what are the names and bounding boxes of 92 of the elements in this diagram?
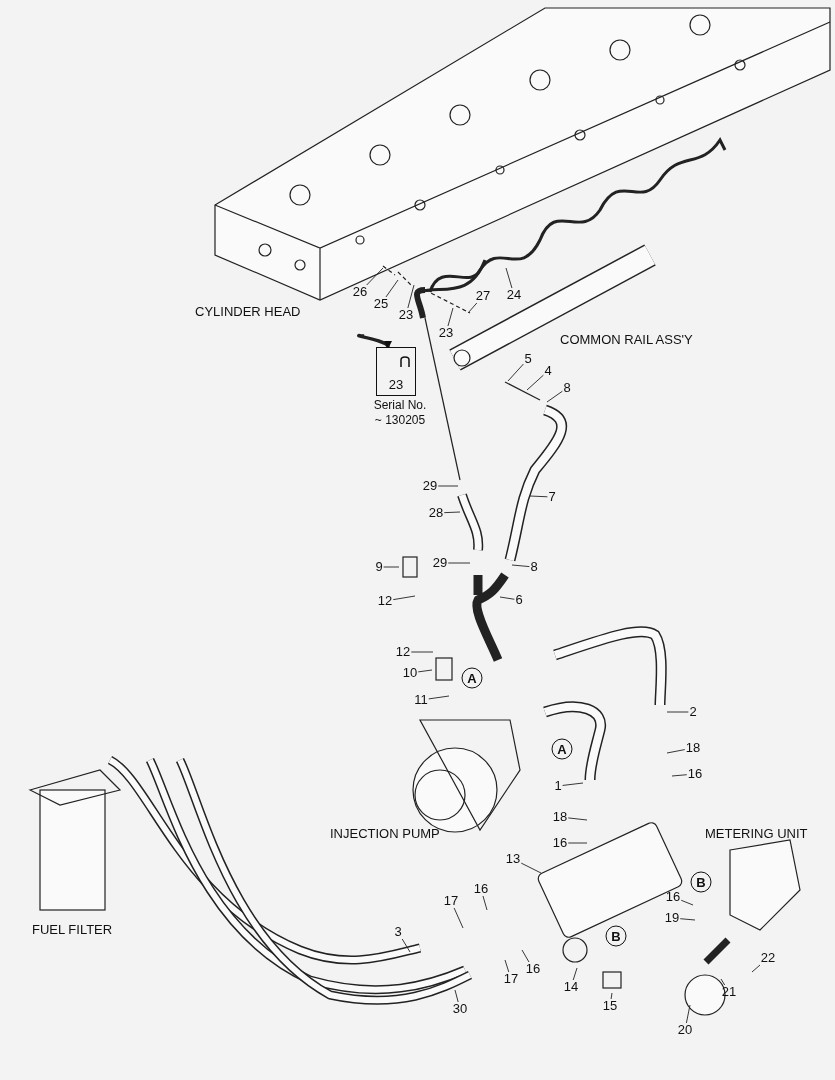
leader-line (521, 949, 530, 963)
callout-number: 23 (437, 326, 455, 340)
leader-line (610, 992, 613, 1000)
callout-number: 4 (543, 364, 553, 378)
callout-number: 23 (397, 308, 415, 322)
leader-line (392, 595, 416, 601)
leader-line (671, 774, 688, 777)
reference-letter: B (690, 871, 712, 893)
leader-line (751, 964, 761, 973)
callout-number: 13 (504, 852, 522, 866)
part-name: CYLINDER HEAD (195, 304, 301, 319)
callout-number: 5 (523, 352, 533, 366)
leader-line (504, 959, 510, 973)
leader-line (680, 899, 694, 906)
leader-line (499, 596, 515, 600)
leader-line (567, 817, 588, 821)
callout-number: 18 (551, 810, 569, 824)
leader-line (666, 711, 689, 713)
callout-number: 23 (387, 378, 405, 392)
leader-line (443, 511, 461, 514)
callout-number: 14 (562, 980, 580, 994)
part-name: INJECTION PUMP (330, 826, 440, 841)
leader-line (407, 284, 415, 309)
callout-number: 11 (413, 693, 429, 707)
callout-number: 29 (421, 479, 439, 493)
part-name: COMMON RAIL ASS'Y (560, 332, 693, 347)
callout-number: 17 (502, 972, 520, 986)
leader-line (511, 564, 530, 568)
part-name: FUEL FILTER (32, 922, 113, 937)
leader-line (428, 695, 450, 700)
leader-line (546, 390, 563, 403)
callout-number: 20 (676, 1023, 694, 1037)
part-name: METERING UNIT (705, 826, 808, 841)
callout-number: 25 (372, 297, 390, 311)
leader-line (383, 566, 400, 568)
reference-letter: A (461, 667, 483, 689)
leader-line (567, 842, 588, 844)
callout-number: 16 (664, 890, 682, 904)
leader-line (482, 895, 488, 911)
callout-number: 19 (663, 911, 681, 925)
callout-number: 26 (351, 285, 369, 299)
leader-line (447, 562, 471, 564)
leader-line (385, 279, 399, 298)
callout-number: 22 (759, 951, 777, 965)
leader-line (366, 267, 384, 286)
callout-number: 12 (376, 594, 394, 608)
leader-line (467, 302, 478, 314)
callout-number: 29 (431, 556, 449, 570)
leader-line (666, 749, 686, 754)
callout-number: 16 (472, 882, 490, 896)
leader-line (401, 938, 411, 953)
leader-line (685, 1004, 691, 1024)
leader-line (505, 267, 513, 289)
callout-number: 15 (601, 999, 619, 1013)
leader-line (526, 374, 544, 391)
leader-line (720, 978, 726, 986)
callout-number: 1 (553, 779, 563, 793)
callout-number: 16 (524, 962, 542, 976)
callout-number: 16 (551, 836, 569, 850)
serial-note: Serial No. ~ 130205 (372, 398, 428, 428)
callout-number: 30 (451, 1002, 469, 1016)
leader-line (417, 669, 433, 673)
callout-number: 2 (688, 705, 698, 719)
detail-inset-frame (376, 347, 416, 396)
callout-number: 17 (442, 894, 460, 908)
callout-number: 18 (684, 741, 702, 755)
callout-number: 9 (374, 560, 384, 574)
leader-line (454, 989, 459, 1003)
callout-number: 24 (505, 288, 523, 302)
callout-number: 7 (547, 490, 557, 504)
callout-number: 8 (562, 381, 572, 395)
leader-line (562, 782, 584, 786)
reference-letter: B (605, 925, 627, 947)
leader-line (679, 918, 696, 921)
leader-line (410, 651, 434, 653)
callout-number: 12 (394, 645, 412, 659)
leader-line (529, 495, 548, 498)
callout-number: 10 (401, 666, 419, 680)
leader-line (447, 307, 454, 327)
callout-number: 28 (427, 506, 445, 520)
leader-line (507, 363, 524, 382)
leader-line (520, 862, 542, 874)
leader-line (453, 907, 464, 929)
callout-number: 3 (393, 925, 403, 939)
callout-number: 6 (514, 593, 524, 607)
leader-line (437, 485, 459, 487)
arrow (358, 334, 390, 349)
callout-number: 27 (474, 289, 492, 303)
callout-number: 8 (529, 560, 539, 574)
leader-line (572, 967, 578, 981)
callout-number: 16 (686, 767, 704, 781)
reference-letter: A (551, 738, 573, 760)
